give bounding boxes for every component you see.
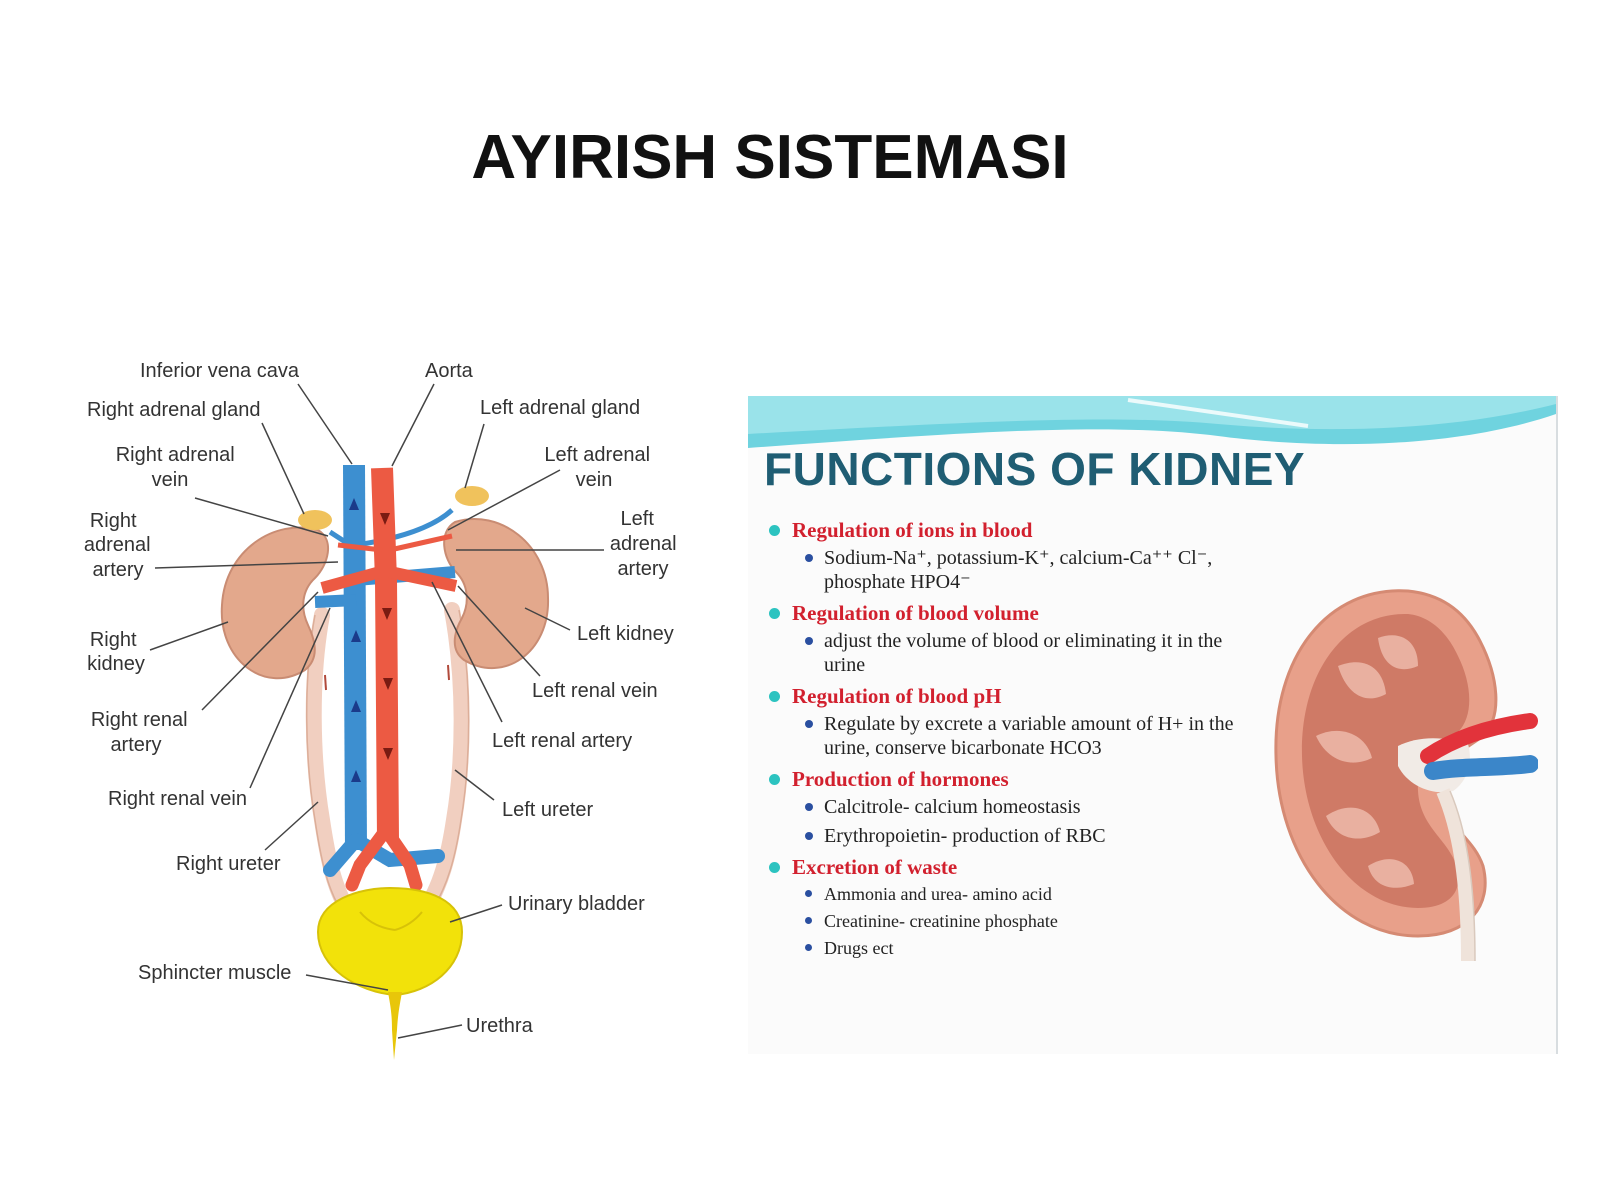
label-left-adrenal-gland: Left adrenal gland bbox=[480, 397, 640, 419]
label-right-adrenal-gland: Right adrenal gland bbox=[87, 399, 260, 421]
function-heading: Production of hormones bbox=[792, 767, 1009, 791]
label-left-adrenal-artery: Left adrenal artery bbox=[610, 508, 682, 580]
header-wave bbox=[748, 396, 1556, 448]
kidney-cross-section-image bbox=[1274, 589, 1538, 962]
function-detail: Erythropoietin- production of RBC bbox=[792, 824, 1252, 848]
flow-arrows bbox=[349, 498, 361, 782]
label-right-renal-vein: Right renal vein bbox=[108, 788, 247, 810]
label-left-renal-artery: Left renal artery bbox=[492, 730, 632, 752]
label-left-ureter: Left ureter bbox=[502, 799, 594, 821]
function-detail: Ammonia and urea- amino acid bbox=[792, 883, 1252, 905]
label-right-ureter: Right ureter bbox=[176, 853, 281, 875]
label-sphincter-muscle: Sphincter muscle bbox=[138, 962, 291, 984]
label-right-kidney: Right kidney bbox=[87, 629, 145, 675]
function-detail: Drugs ect bbox=[792, 937, 1252, 959]
label-inferior-vena-cava: Inferior vena cava bbox=[140, 360, 300, 382]
label-right-adrenal-vein: Right adrenal vein bbox=[116, 444, 241, 491]
function-heading: Regulation of blood pH bbox=[792, 684, 1002, 708]
function-detail: Sodium-Na⁺, potassium-K⁺, calcium-Ca⁺⁺ C… bbox=[792, 546, 1252, 594]
function-heading: Regulation of ions in blood bbox=[792, 518, 1033, 542]
function-heading: Excretion of waste bbox=[792, 855, 958, 879]
function-hormones: Production of hormones Calcitrole- calci… bbox=[762, 765, 1252, 848]
right-kidney bbox=[220, 526, 330, 680]
left-ureter bbox=[420, 602, 470, 913]
panel-title: FUNCTIONS OF KIDNEY bbox=[764, 443, 1306, 495]
urinary-system-diagram: Inferior vena cava Aorta Right adrenal g… bbox=[84, 360, 682, 1060]
function-heading: Regulation of blood volume bbox=[792, 601, 1039, 625]
urinary-bladder bbox=[316, 886, 464, 997]
function-waste-excretion: Excretion of waste Ammonia and urea- ami… bbox=[762, 853, 1252, 959]
label-left-adrenal-vein: Left adrenal vein bbox=[544, 444, 655, 491]
function-detail: Regulate by excrete a variable amount of… bbox=[792, 712, 1252, 760]
function-blood-volume: Regulation of blood volume adjust the vo… bbox=[762, 599, 1252, 677]
functions-list: Regulation of ions in blood Sodium-Na⁺, … bbox=[762, 516, 1252, 964]
left-kidney bbox=[443, 518, 550, 670]
slide-title: AYIRISH SISTEMASI bbox=[471, 123, 1069, 192]
function-detail: adjust the volume of blood or eliminatin… bbox=[792, 629, 1252, 677]
function-detail: Calcitrole- calcium homeostasis bbox=[792, 795, 1252, 819]
aorta bbox=[320, 467, 458, 892]
function-ion-regulation: Regulation of ions in blood Sodium-Na⁺, … bbox=[762, 516, 1252, 594]
function-blood-ph: Regulation of blood pH Regulate by excre… bbox=[762, 682, 1252, 760]
label-left-renal-vein: Left renal vein bbox=[532, 680, 658, 702]
left-adrenal-gland bbox=[455, 486, 489, 506]
urethra bbox=[388, 992, 402, 1060]
function-detail: Creatinine- creatinine phosphate bbox=[792, 910, 1252, 932]
label-right-renal-artery: Right renal artery bbox=[91, 709, 193, 756]
kidney-functions-panel: FUNCTIONS OF KIDNEY Regulation of ions i… bbox=[748, 396, 1558, 1054]
label-right-adrenal-artery: Right adrenal artery bbox=[84, 510, 156, 581]
label-urethra: Urethra bbox=[466, 1015, 534, 1037]
right-adrenal-gland bbox=[298, 510, 332, 530]
label-left-kidney: Left kidney bbox=[577, 623, 674, 645]
label-aorta: Aorta bbox=[425, 360, 474, 382]
label-urinary-bladder: Urinary bladder bbox=[508, 893, 645, 915]
